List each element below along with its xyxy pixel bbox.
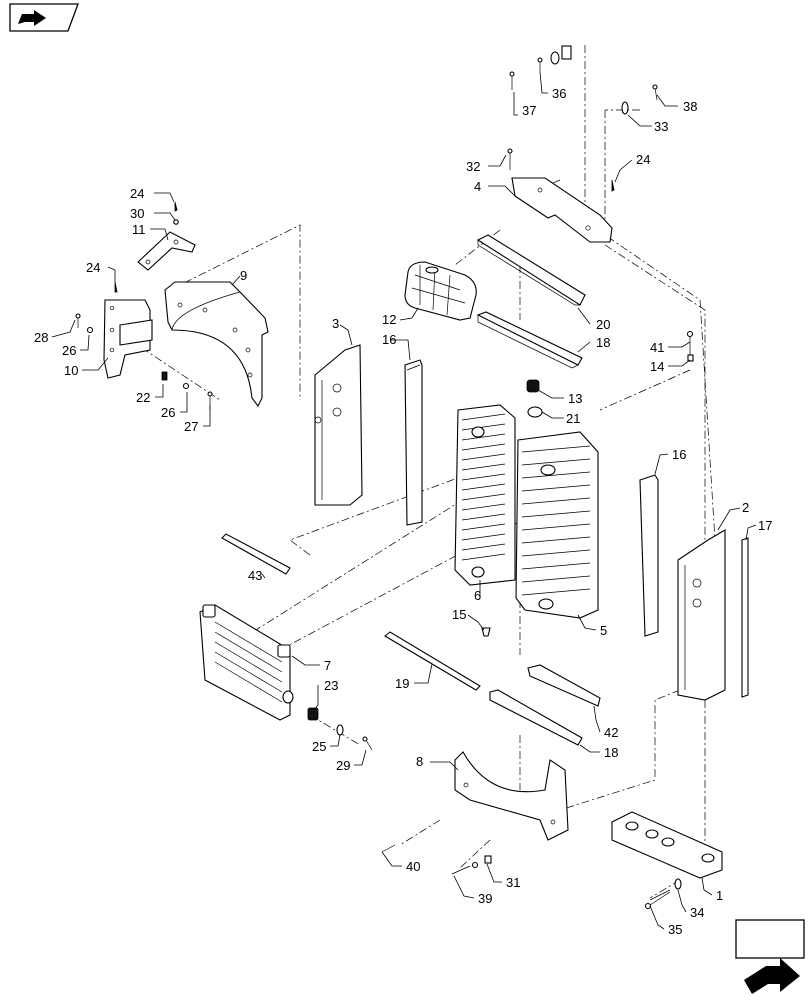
label-24-a: 24 xyxy=(130,186,144,201)
label-25: 25 xyxy=(312,739,326,754)
label-19: 19 xyxy=(395,676,409,691)
label-43: 43 xyxy=(248,568,262,583)
label-31: 31 xyxy=(506,875,520,890)
base-bracket xyxy=(611,811,723,879)
label-26-a: 26 xyxy=(62,343,76,358)
label-4: 4 xyxy=(474,179,481,194)
foam-seal-left xyxy=(404,359,423,526)
label-38: 38 xyxy=(683,99,697,114)
label-15: 15 xyxy=(452,607,466,622)
label-5: 5 xyxy=(600,623,607,638)
label-16-a: 16 xyxy=(382,332,396,347)
leader-lines xyxy=(51,71,757,930)
label-40: 40 xyxy=(406,859,420,874)
label-23: 23 xyxy=(324,678,338,693)
label-20: 20 xyxy=(596,317,610,332)
side-bracket xyxy=(103,299,153,379)
label-21: 21 xyxy=(566,411,580,426)
seal-strip-19 xyxy=(384,631,481,691)
label-17: 17 xyxy=(758,518,772,533)
label-11: 11 xyxy=(132,222,146,237)
expansion-tank xyxy=(404,261,477,321)
label-14: 14 xyxy=(650,359,664,374)
label-7: 7 xyxy=(324,658,331,673)
upper-mount-bracket xyxy=(511,177,613,243)
label-28: 28 xyxy=(34,330,48,345)
next-page-arrow-icon[interactable] xyxy=(735,919,805,994)
label-35: 35 xyxy=(668,922,682,937)
lower-foam-strips xyxy=(489,664,601,746)
radiator xyxy=(515,431,599,619)
label-27: 27 xyxy=(184,419,198,434)
label-3: 3 xyxy=(332,316,339,331)
label-29: 29 xyxy=(336,758,350,773)
label-32: 32 xyxy=(466,159,480,174)
part-number-labels: 24 30 11 24 9 28 26 10 22 26 27 3 16 12 … xyxy=(34,86,772,937)
vertical-seal-strip xyxy=(741,537,749,698)
foam-seal-right xyxy=(639,474,659,637)
lower-mount-bracket xyxy=(454,751,569,841)
label-6: 6 xyxy=(474,588,481,603)
label-30: 30 xyxy=(130,206,144,221)
seal-strip-43 xyxy=(221,533,291,575)
label-26-b: 26 xyxy=(161,405,175,420)
label-36: 36 xyxy=(552,86,566,101)
fan-shroud-plate xyxy=(164,281,269,408)
label-2: 2 xyxy=(742,500,749,515)
charge-air-cooler xyxy=(199,604,294,721)
label-24-b: 24 xyxy=(86,260,100,275)
label-8: 8 xyxy=(416,754,423,769)
right-side-panel xyxy=(677,529,726,701)
label-33: 33 xyxy=(654,119,668,134)
hardware-items xyxy=(75,45,694,901)
label-18-a: 18 xyxy=(596,335,610,350)
previous-page-arrow-icon[interactable] xyxy=(9,3,79,32)
label-12: 12 xyxy=(382,312,396,327)
label-42: 42 xyxy=(604,725,618,740)
label-37: 37 xyxy=(522,103,536,118)
label-22: 22 xyxy=(136,390,150,405)
oil-cooler xyxy=(454,404,516,586)
label-13: 13 xyxy=(568,391,582,406)
left-side-panel xyxy=(314,344,363,506)
label-34: 34 xyxy=(690,905,704,920)
label-39: 39 xyxy=(478,891,492,906)
label-10: 10 xyxy=(64,363,78,378)
top-bracket xyxy=(137,231,196,271)
label-18-b: 18 xyxy=(604,745,618,760)
label-9: 9 xyxy=(240,268,247,283)
label-41: 41 xyxy=(650,340,664,355)
bolt-35 xyxy=(644,891,671,910)
label-16-b: 16 xyxy=(672,447,686,462)
label-1: 1 xyxy=(716,888,723,903)
label-24-c: 24 xyxy=(636,152,650,167)
upper-foam-strips xyxy=(476,234,586,369)
